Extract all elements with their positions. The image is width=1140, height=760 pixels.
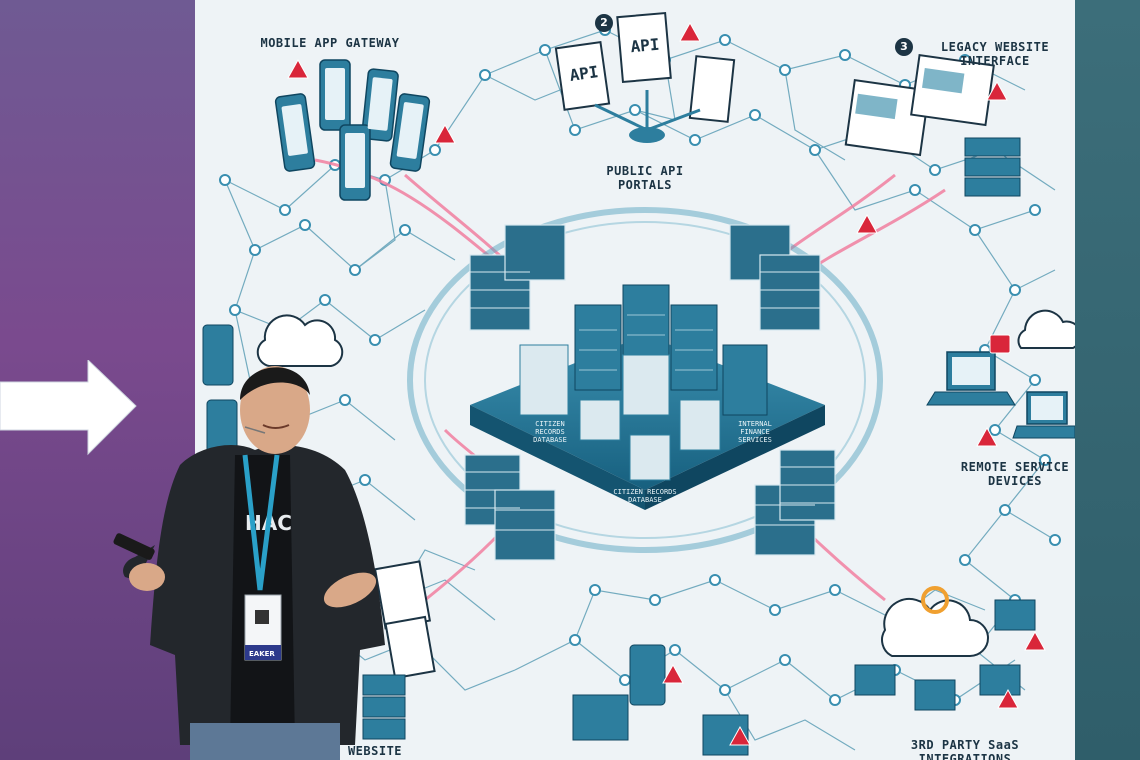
badge-qr-icon	[255, 610, 269, 624]
label-third-party-saas: 3RD PARTY SaaS INTEGRATIONS	[910, 738, 1020, 760]
label-internal-finance: INTERNAL FINANCE SERVICES	[738, 420, 772, 444]
left-devices	[202, 314, 436, 680]
presentation-clicker-icon	[113, 533, 155, 560]
legacy-website-panels	[844, 54, 1021, 197]
security-ring-inner	[424, 221, 866, 539]
bottom-devices	[362, 644, 749, 756]
network-diagram	[202, 11, 1075, 756]
saas-clouds	[854, 586, 1036, 711]
speaker-figure: HAC EAKER	[113, 366, 385, 760]
server-cluster	[519, 284, 768, 481]
lanyard	[242, 454, 280, 591]
right-hand	[323, 572, 377, 608]
badge-number-3: 3	[895, 38, 913, 56]
label-remote-devices: REMOTE SERVICE DEVICES	[960, 460, 1070, 488]
firewall-bricks	[465, 271, 835, 531]
head	[240, 366, 310, 454]
label-website-bottom: WEBSITE	[347, 744, 403, 758]
jeans	[190, 723, 340, 760]
api-portal-cards	[554, 11, 736, 143]
api-card-center-label: API	[629, 34, 661, 57]
label-public-api-portals: PUBLIC API PORTALS	[606, 164, 684, 192]
headset-mic-icon	[244, 426, 266, 434]
left-hand	[129, 563, 165, 591]
label-legacy-website: LEGACY WEBSITE INTERFACE	[940, 40, 1050, 68]
alert-triangle-icons	[287, 21, 1046, 746]
stage-right-edge	[1075, 0, 1140, 760]
label-mobile-app-gateway: MOBILE APP GATEWAY	[260, 36, 400, 50]
mobile-devices	[274, 59, 431, 201]
arrow-right-icon	[0, 360, 137, 456]
remote-laptops	[926, 309, 1075, 439]
badge-number-2: 2	[595, 14, 613, 32]
security-ring	[407, 207, 883, 553]
badge-role-text: EAKER	[249, 650, 275, 658]
hair	[240, 367, 310, 400]
firewalls	[464, 224, 836, 561]
label-citizen-records-left: CITIZEN RECORDS DATABASE	[533, 420, 567, 444]
label-citizen-records-center: CITIZEN RECORDS DATABASE	[613, 488, 677, 504]
